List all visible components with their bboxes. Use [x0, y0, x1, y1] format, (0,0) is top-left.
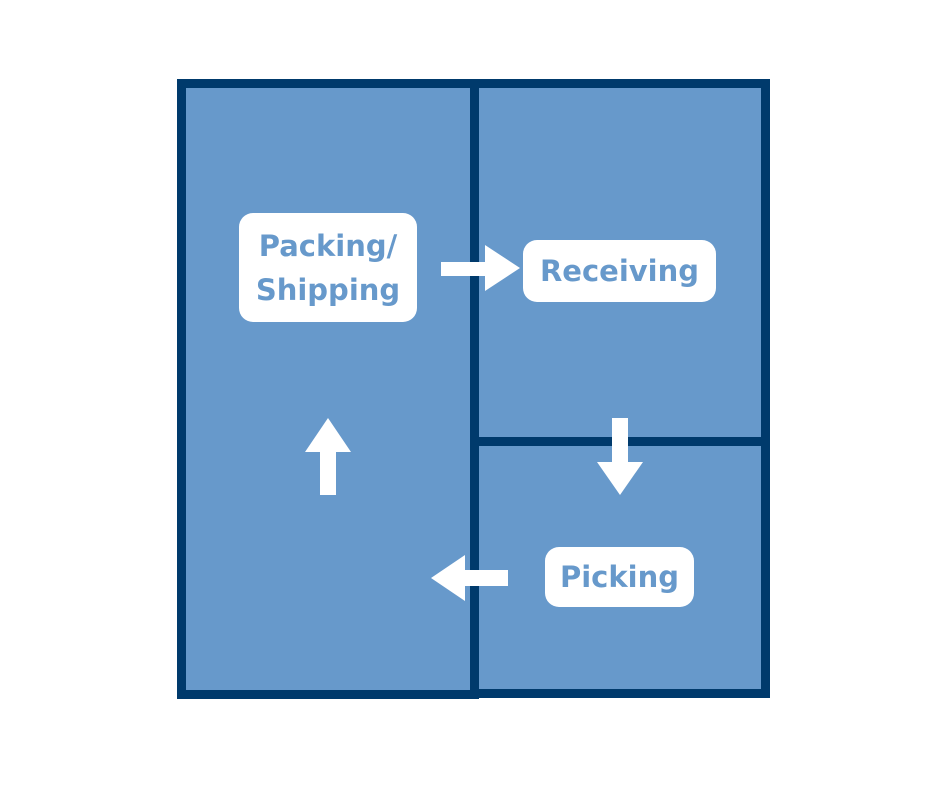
arrow-left-icon [431, 555, 508, 601]
zone-label-packing-shipping: Packing/ Shipping [239, 213, 417, 322]
arrow-down-icon [597, 418, 643, 495]
room-packing-shipping [177, 79, 479, 699]
arrow-up-icon [305, 418, 351, 495]
arrow-right-icon [441, 245, 520, 291]
zone-label-picking: Picking [545, 547, 694, 607]
zone-label-receiving: Receiving [523, 240, 716, 302]
